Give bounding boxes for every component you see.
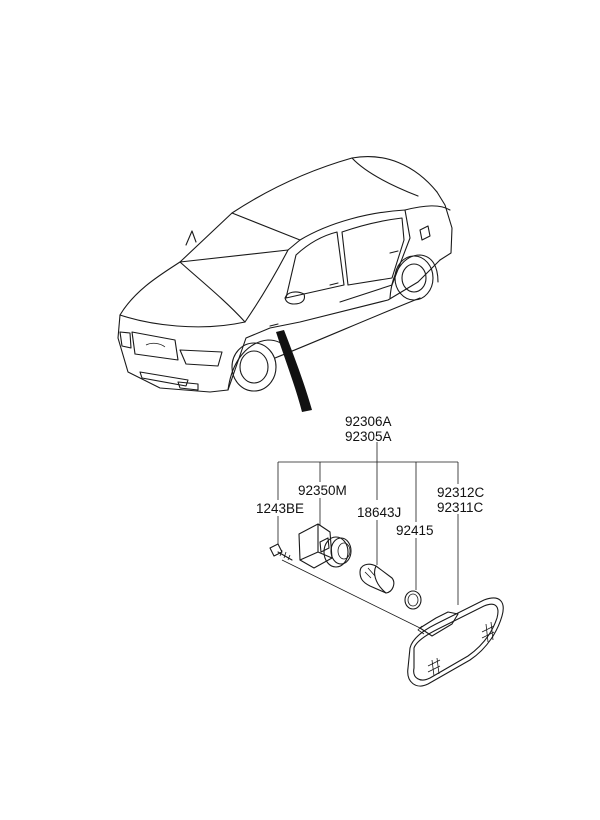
gasket-part [404,590,422,610]
part-labels: 92306A 92305A 92350M 1243BE 18643J 92415… [256,414,485,538]
lens-part [407,597,504,687]
label-screw: 1243BE [256,501,304,516]
label-lens-b: 92311C [437,500,484,515]
label-assembly-a: 92306A [345,414,392,429]
label-gasket: 92415 [396,523,434,538]
screw-part [269,543,293,561]
label-bulb: 18643J [357,505,401,520]
socket-part [298,523,352,569]
label-socket: 92350M [298,483,347,498]
car-illustration [117,156,453,412]
label-lens-a: 92312C [437,485,485,500]
bulb-part [359,563,395,594]
callout-lines [277,442,459,629]
label-assembly-b: 92305A [345,429,392,444]
